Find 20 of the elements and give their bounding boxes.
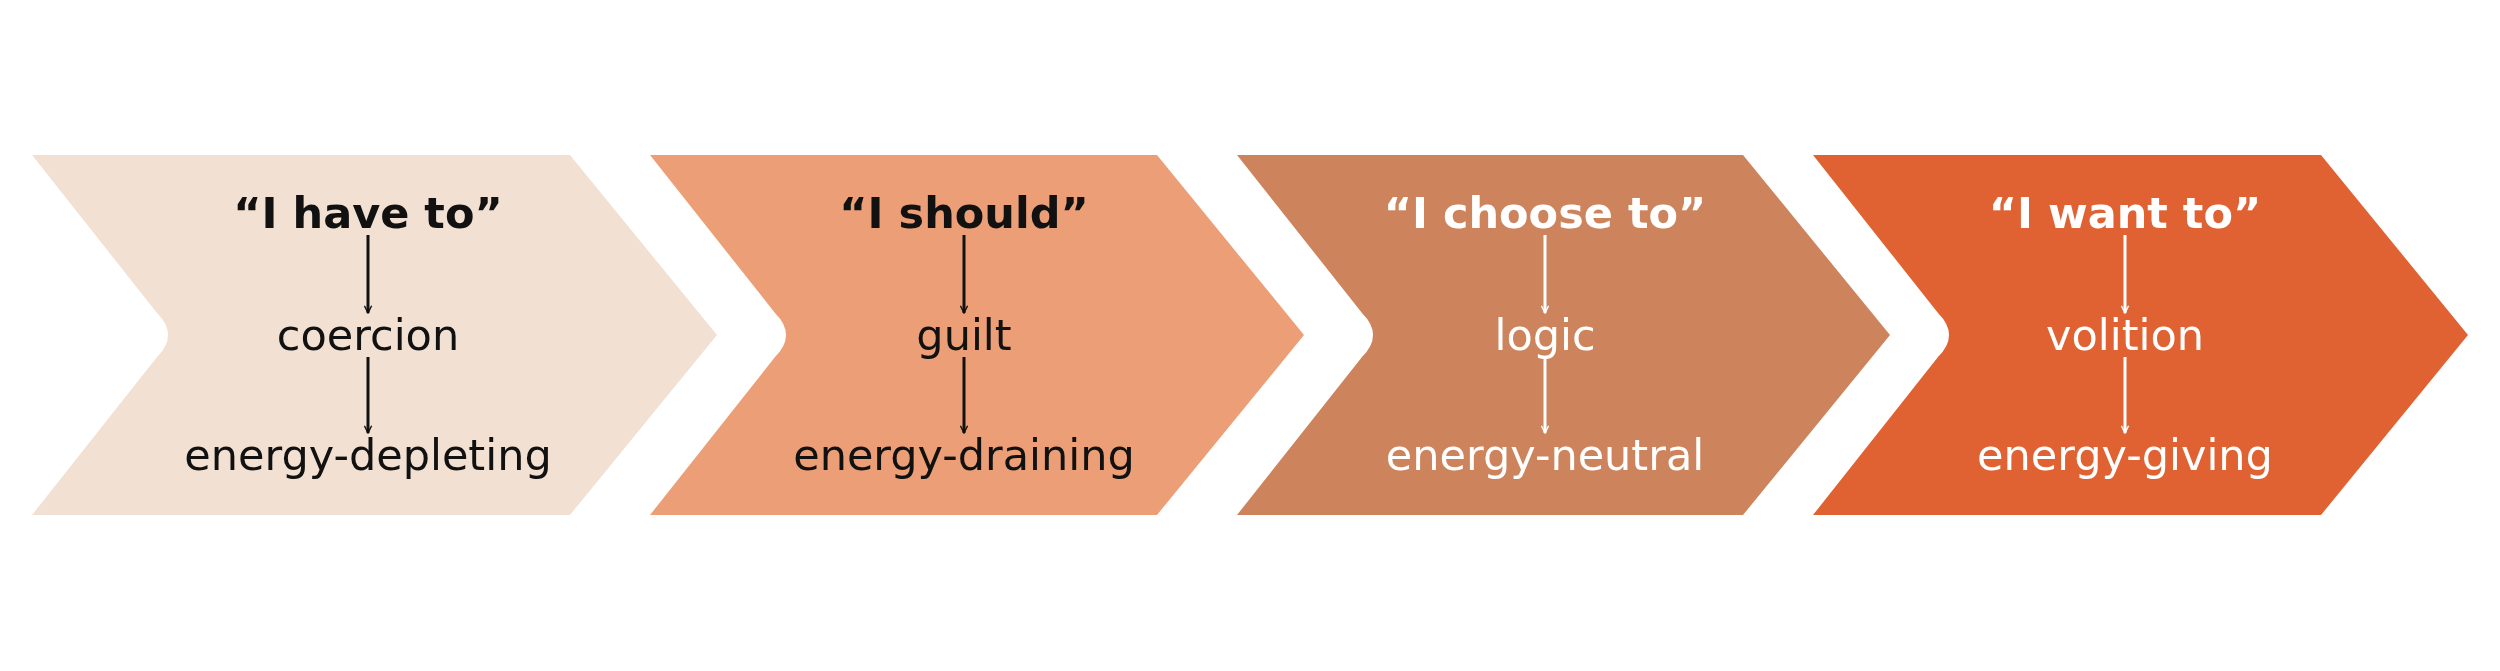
arrow — [2120, 357, 2130, 434]
label-text: coercion — [276, 309, 460, 361]
arrow — [2120, 235, 2130, 314]
label-text: volition — [2046, 309, 2204, 361]
quote-text: “I want to” — [1988, 187, 2262, 239]
arrow — [959, 357, 969, 434]
quote-text: “I have to” — [233, 187, 503, 239]
arrow — [1540, 357, 1550, 434]
label-text: energy-depleting — [184, 429, 552, 481]
label-text: energy-giving — [1977, 429, 2273, 481]
label-text: energy-neutral — [1385, 429, 1705, 481]
label-text: logic — [1494, 309, 1596, 361]
quote-text: “I choose to” — [1383, 187, 1707, 239]
quote-text: “I should” — [839, 187, 1089, 239]
arrow — [1540, 235, 1550, 314]
label-text: energy-draining — [793, 429, 1135, 481]
arrow — [363, 357, 373, 434]
arrow — [363, 235, 373, 314]
label-text: guilt — [916, 309, 1012, 361]
arrow — [959, 235, 969, 314]
